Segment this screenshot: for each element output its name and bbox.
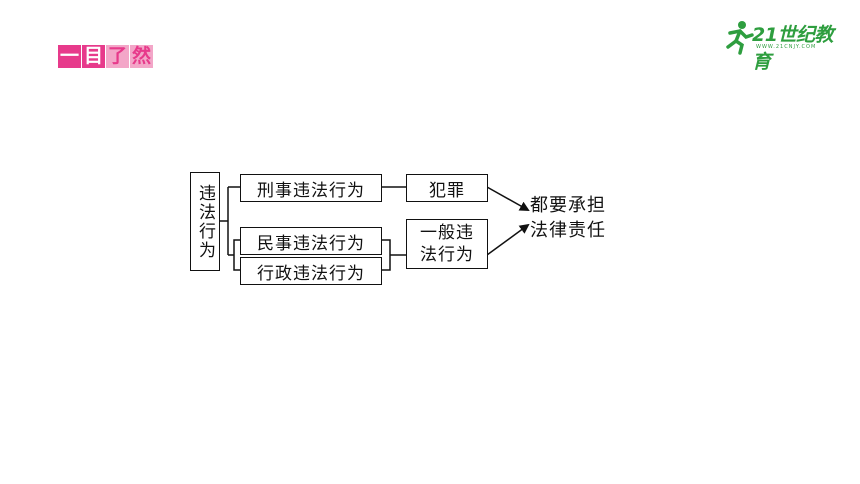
criminal-box: 刑事违法行为 [240,174,382,202]
badge-char-2: 目 [82,45,105,68]
connector-merge-general [381,239,406,271]
arrow-general-result [486,223,530,256]
administrative-box: 行政违法行为 [240,257,382,285]
logo-subtext: WWW.21CNJY.COM [756,44,817,50]
logo-text: 21世纪教育 [752,24,833,73]
title-badge: 一 目 了 然 [58,45,154,71]
logo: 21世纪教育 WWW.21CNJY.COM [722,17,848,73]
general-box: 一般违 法行为 [406,219,488,269]
connector-to-civil-admin [228,239,240,271]
general-line-1: 一般违 [420,223,474,243]
result-line-2: 法律责任 [530,220,606,241]
badge-char-4: 然 [130,45,153,68]
result-text: 都要承担 法律责任 [530,193,606,243]
crime-box: 犯罪 [406,174,488,202]
civil-box: 民事违法行为 [240,227,382,255]
badge-char-3: 了 [106,45,129,68]
arrow-crime-result [486,186,530,211]
result-line-1: 都要承担 [530,195,606,216]
root-box: 违法行为 [190,172,220,271]
running-person-icon [726,21,754,55]
general-line-2: 法行为 [420,245,474,265]
badge-char-1: 一 [58,45,81,68]
